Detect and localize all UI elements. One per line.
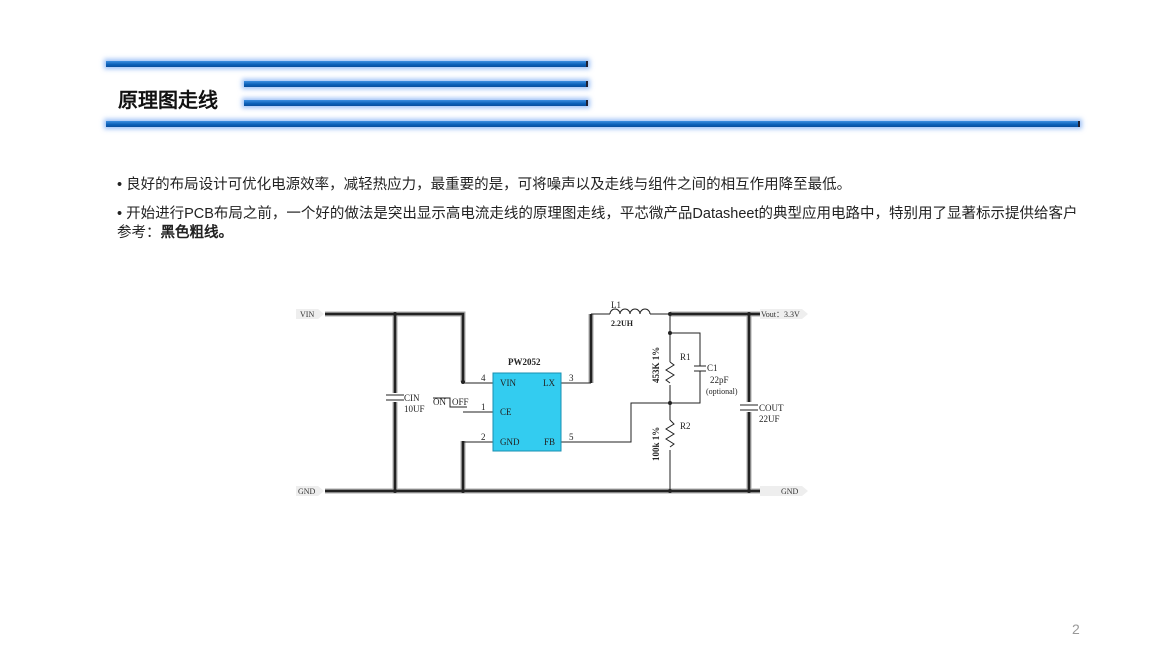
cin-label: CIN [404, 393, 420, 403]
cout-value: 22UF [759, 414, 780, 424]
bullet-2-text: • 开始进行PCB布局之前，一个好的做法是突出显示高电流走线的原理图走线，平芯微… [117, 206, 1078, 241]
pin-fb: FB [544, 437, 555, 447]
pin-ce: CE [500, 407, 512, 417]
ic-pw2052 [492, 372, 562, 452]
gnd-label-left: GND [298, 487, 316, 496]
c1-note: (optional) [706, 387, 738, 396]
header-bar-top [106, 61, 588, 67]
ic-name: PW2052 [508, 357, 541, 367]
gnd-port-right [760, 486, 808, 496]
header-bar-bottom [106, 121, 1080, 127]
pin-num-2: 2 [481, 432, 486, 442]
pin-vin: VIN [500, 378, 516, 388]
bullet-2: • 开始进行PCB布局之前，一个好的做法是突出显示高电流走线的原理图走线，平芯微… [117, 205, 1082, 243]
pin-gnd: GND [500, 437, 520, 447]
cin-value: 10UF [404, 404, 425, 414]
pin-num-5: 5 [569, 432, 574, 442]
r1-value: 453K 1% [651, 347, 661, 383]
c1-value: 22pF [710, 375, 729, 385]
pin-num-1: 1 [481, 402, 486, 412]
r2-label: R2 [680, 421, 691, 431]
vout-label: Vout：3.3V [761, 310, 800, 319]
vout-port [760, 309, 808, 319]
r2-value: 100k 1% [651, 427, 661, 461]
bullet-2-bold: 黑色粗线。 [160, 225, 234, 241]
cout-label: COUT [759, 403, 784, 413]
off-label: OFF [452, 397, 469, 407]
pin-num-3: 3 [569, 373, 574, 383]
r1-label: R1 [680, 352, 691, 362]
header-bar-3 [244, 100, 588, 106]
pin-num-4: 4 [481, 373, 486, 383]
on-label: ON [433, 397, 446, 407]
c1-label: C1 [707, 363, 718, 373]
slide-title: 原理图走线 [118, 90, 218, 112]
bullet-1: • 良好的布局设计可优化电源效率，减轻热应力，最重要的是，可将噪声以及走线与组件… [117, 177, 852, 193]
gnd-label-right: GND [781, 487, 799, 496]
l1-label: L1 [611, 300, 621, 310]
page-number: 2 [1072, 621, 1080, 637]
vin-label: VIN [300, 310, 314, 319]
l1-value: 2.2UH [611, 319, 634, 328]
gnd-port-left [296, 486, 324, 496]
header-bar-2 [244, 81, 588, 87]
vin-port [296, 309, 324, 319]
pin-lx: LX [543, 378, 555, 388]
